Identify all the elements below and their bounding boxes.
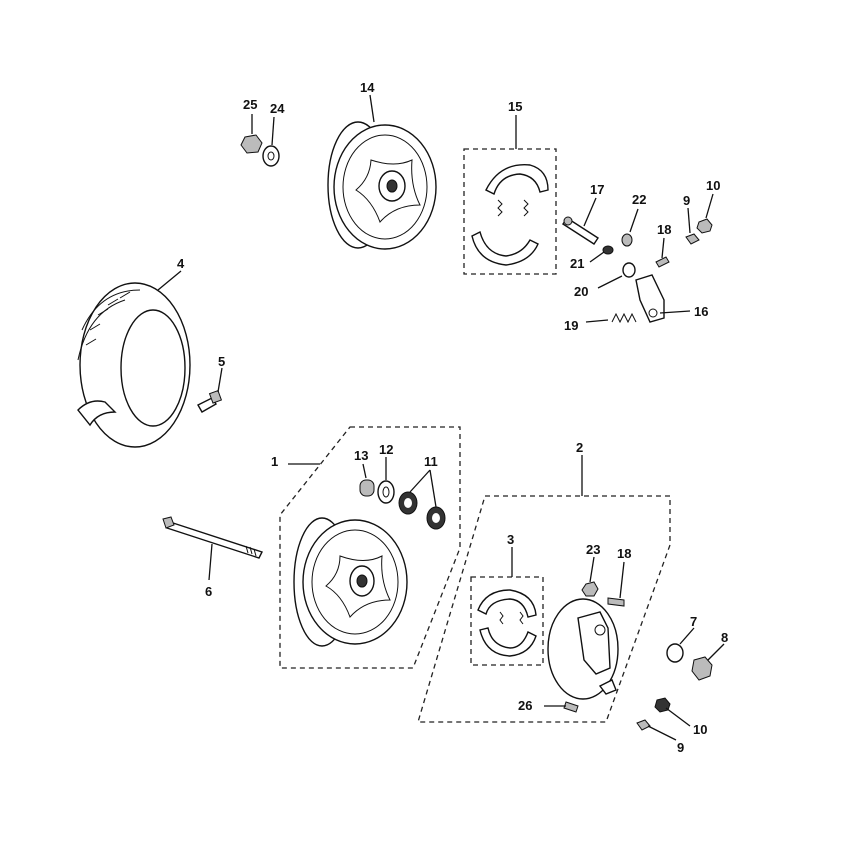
washer-part-24	[262, 145, 280, 167]
bolt-part-9-front	[636, 719, 651, 731]
assembly-box-1	[279, 426, 461, 669]
callout-25: 25	[243, 97, 257, 112]
brake-arm-part-16	[635, 274, 665, 323]
callout-22: 22	[632, 192, 646, 207]
spacer-part-13	[359, 479, 375, 497]
leader-lines	[157, 94, 725, 741]
callout-16: 16	[694, 304, 708, 319]
callout-17: 17	[590, 182, 604, 197]
callout-13: 13	[354, 448, 368, 463]
seal-part-12	[377, 480, 395, 504]
callout-2: 2	[576, 440, 583, 455]
bearing-part-11-b	[426, 506, 446, 530]
tire-part-4	[77, 282, 191, 448]
brake-shoes-part-15	[471, 164, 549, 266]
callout-21: 21	[570, 256, 584, 271]
callout-20: 20	[574, 284, 588, 299]
callout-19: 19	[564, 318, 578, 333]
callout-7: 7	[690, 614, 697, 629]
screw-part-26	[563, 701, 579, 713]
callout-11: 11	[424, 454, 438, 469]
bolt-part-9-top	[685, 233, 700, 245]
seal-part-22	[621, 233, 633, 247]
callout-15: 15	[508, 99, 522, 114]
brake-shoes-part-3	[477, 589, 537, 657]
callout-18-front: 18	[617, 546, 631, 561]
washer-part-20	[622, 262, 636, 278]
callout-26: 26	[518, 698, 532, 713]
assembly-box-2	[417, 495, 671, 723]
callout-3: 3	[507, 532, 514, 547]
valve-stem-part-5	[197, 389, 223, 413]
assembly-box-15	[463, 148, 557, 275]
rear-rim-part-14	[327, 121, 437, 250]
callout-9-top: 9	[683, 193, 690, 208]
cam-part-17	[562, 216, 599, 245]
nut-part-25	[240, 134, 263, 154]
assembly-box-3	[470, 576, 544, 666]
callout-23: 23	[586, 542, 600, 557]
ring-part-21	[602, 245, 614, 255]
bolt-part-18-front	[607, 597, 625, 607]
callout-10-top: 10	[706, 178, 720, 193]
front-rim-part-1	[293, 517, 408, 647]
axle-part-6	[162, 516, 263, 559]
callout-5: 5	[218, 354, 225, 369]
nut-part-8	[691, 656, 713, 681]
callout-4: 4	[177, 256, 185, 271]
bearing-part-11-a	[398, 491, 418, 515]
callout-24: 24	[270, 101, 285, 116]
washer-part-7	[666, 643, 684, 663]
callout-9-front: 9	[677, 740, 684, 755]
callout-10-front: 10	[693, 722, 707, 737]
brake-panel-part-2	[547, 598, 619, 700]
callout-6: 6	[205, 584, 212, 599]
callout-1: 1	[271, 454, 278, 469]
callout-8: 8	[721, 630, 728, 645]
spring-part-19	[611, 312, 637, 324]
callout-18-top: 18	[657, 222, 671, 237]
callout-14: 14	[360, 80, 375, 95]
callout-12: 12	[379, 442, 393, 457]
nut-part-23	[581, 581, 599, 597]
screw-part-18-top	[655, 256, 670, 268]
nut-part-10-top	[696, 218, 713, 234]
